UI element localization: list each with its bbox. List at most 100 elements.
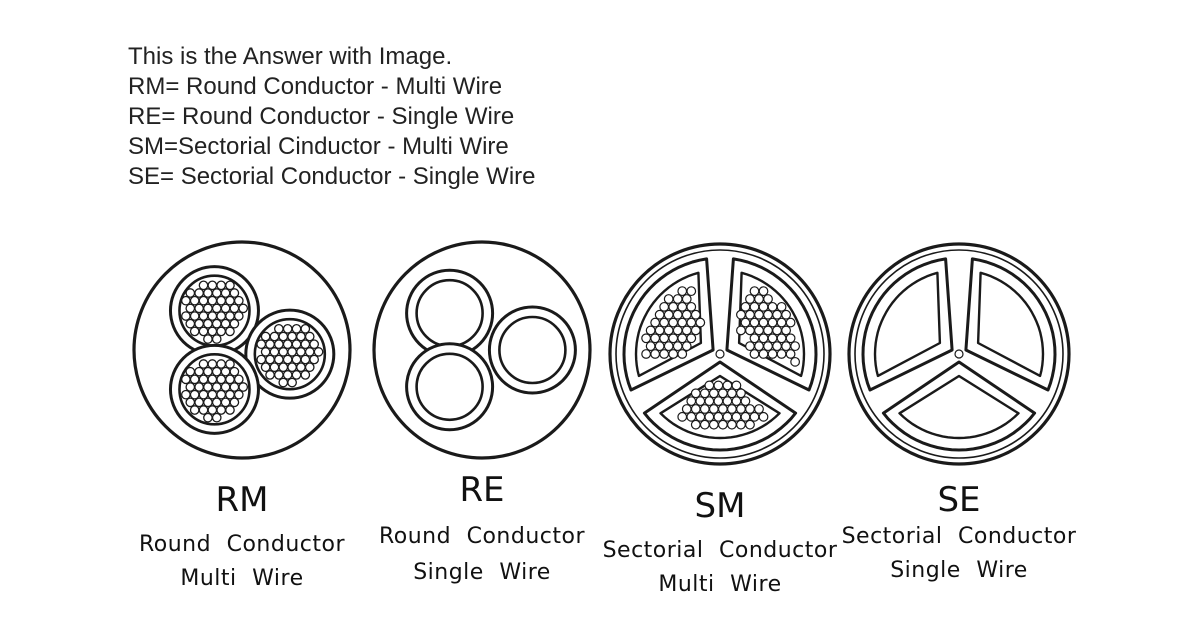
strand (189, 326, 200, 337)
strand (704, 380, 715, 391)
strand (663, 325, 674, 336)
strand (785, 349, 796, 359)
strand (641, 333, 652, 344)
strand (668, 317, 679, 328)
strand (194, 397, 204, 408)
strand (207, 359, 218, 369)
strand (677, 301, 688, 312)
panel-desc2-rm: Multi Wire (180, 566, 304, 591)
strand (229, 318, 240, 329)
strand (260, 347, 271, 357)
strand (736, 309, 746, 320)
strand (220, 397, 231, 408)
intro-heading: This is the Answer with Image. (128, 43, 453, 70)
strand (645, 341, 656, 352)
strand (296, 331, 306, 342)
strand (772, 325, 782, 336)
strand (713, 396, 724, 407)
panel-desc1-re: Round Conductor (378, 524, 585, 549)
strand (650, 317, 661, 328)
sm-cross-section (608, 242, 832, 466)
strand (216, 326, 227, 337)
strand (233, 295, 244, 306)
strand (181, 295, 191, 306)
strand (225, 326, 235, 337)
strand (194, 366, 204, 377)
strand (749, 411, 760, 422)
strand (758, 286, 769, 297)
panel-desc1-se: Sectorial Conductor (841, 524, 1077, 549)
strand (233, 389, 244, 400)
strand (198, 326, 209, 337)
conductor (898, 374, 1020, 440)
panel-sm: SM Sectorial Conductor Multi Wire (602, 232, 838, 602)
strand (194, 382, 204, 392)
strand (736, 388, 746, 399)
strand (300, 339, 311, 350)
strand (690, 388, 701, 399)
strand (278, 347, 289, 357)
strand (203, 303, 213, 314)
strand (185, 382, 196, 392)
strand (291, 324, 302, 334)
strand (781, 325, 791, 336)
strand (287, 347, 297, 357)
strand (681, 341, 692, 352)
strand (296, 347, 306, 357)
strand (672, 309, 683, 320)
strand (763, 309, 773, 320)
strand (291, 354, 302, 365)
strand (758, 301, 769, 312)
strand (731, 380, 742, 391)
strand (211, 288, 222, 298)
strand (699, 419, 710, 430)
strand (216, 311, 227, 321)
strand (313, 347, 324, 357)
strand (763, 294, 773, 304)
centre-filler (715, 349, 725, 359)
strand (225, 295, 235, 306)
strand (304, 362, 315, 373)
strand (304, 347, 315, 357)
strand (722, 396, 733, 407)
panel-code-rm: RM (215, 480, 269, 520)
strand (745, 309, 755, 320)
panel-code-se: SE (937, 480, 981, 520)
strand (203, 382, 213, 392)
strand (758, 349, 769, 359)
strand (300, 324, 311, 334)
strand (189, 311, 200, 321)
panel-re: RE Round Conductor Single Wire (366, 232, 598, 602)
strand (763, 341, 773, 352)
strand (296, 362, 306, 373)
strand (767, 349, 778, 359)
strand (220, 288, 231, 298)
strand (704, 396, 715, 407)
strand (309, 354, 319, 365)
strand (672, 341, 683, 352)
strand (216, 405, 227, 415)
strand (668, 333, 679, 344)
strand (309, 339, 319, 350)
strand (659, 333, 670, 344)
strand (211, 397, 222, 408)
strand (686, 333, 697, 344)
strand (754, 309, 764, 320)
strand (282, 339, 293, 350)
strand (203, 366, 213, 377)
strand (654, 309, 665, 320)
strand (238, 382, 249, 392)
strand (717, 419, 728, 430)
strand (203, 412, 213, 423)
strand (695, 396, 706, 407)
strand (659, 317, 670, 328)
strand (203, 334, 213, 344)
intro-text: This is the Answer with Image. RM= Round… (128, 42, 536, 192)
panel-se: SE Sectorial Conductor Single Wire (842, 232, 1076, 602)
strand (211, 366, 222, 377)
strand (229, 303, 240, 314)
strand (207, 295, 218, 306)
strand (278, 377, 289, 388)
conductor (415, 278, 484, 348)
strand (274, 324, 284, 334)
